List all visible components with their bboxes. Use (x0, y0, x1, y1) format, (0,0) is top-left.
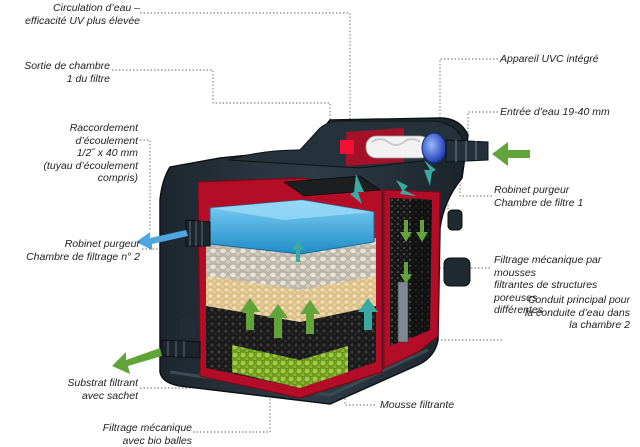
inlet-hose-barb (445, 139, 489, 163)
outlet-spout (185, 219, 211, 247)
chamber-1-cutaway (383, 189, 441, 369)
label-outlet-chamber-1: Sortie de chambre 1 du filtre (24, 60, 110, 85)
label-purge-chamber-2: Robinet purgeur Chambre de filtrage n° 2 (26, 238, 140, 263)
label-bioballs: Filtrage mécanique avec bio balles (102, 422, 192, 447)
label-substrate: Substrat filtrant avec sachet (67, 377, 138, 402)
purge-tap-chamber-2 (161, 318, 201, 359)
label-outlet-connection: Raccordement d’écoulement 1/2˝ x 40 mm (… (43, 122, 138, 184)
label-purge-chamber-1: Robinet purgeur Chambre de filtre 1 (494, 184, 584, 209)
chamber-2-cutaway (197, 175, 383, 399)
label-uv-circulation: Circulation d’eau – efficacité UV plus é… (25, 2, 140, 27)
label-filter-foam: Mousse filtrante (380, 399, 455, 411)
label-uvc-device: Appareil UVC intégré (500, 53, 599, 65)
label-main-conduit: Conduit principal pour la conduite d’eau… (524, 294, 630, 331)
flow-arrows (112, 142, 530, 374)
label-mechanical-foams: Filtrage mécanique par mousses filtrante… (494, 254, 602, 316)
right-side-knobs (443, 209, 471, 287)
label-water-inlet: Entrée d’eau 19-40 mm (500, 106, 610, 118)
uvc-lamp (340, 128, 447, 166)
